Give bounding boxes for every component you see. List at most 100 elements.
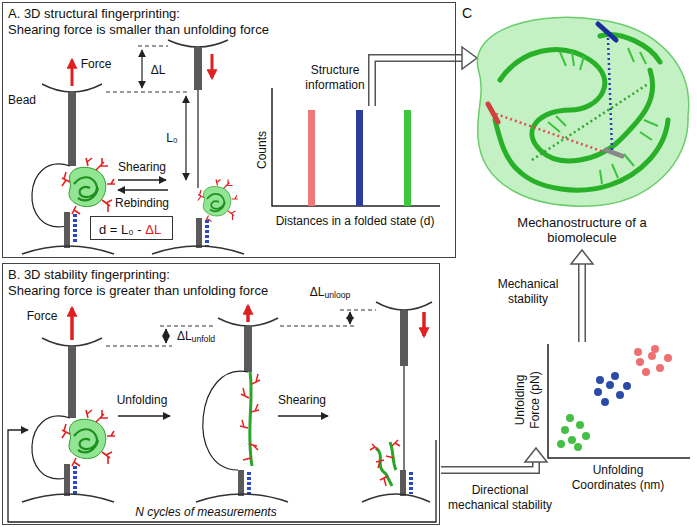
backbone-tube — [495, 120, 520, 172]
handle-rod — [64, 212, 70, 248]
data-point — [648, 352, 656, 360]
reference-line — [106, 46, 190, 92]
data-point — [606, 381, 614, 389]
panel-heading: B. 3D stability fingerprinting: — [8, 267, 434, 283]
hollow-arrowhead — [525, 448, 547, 462]
base-pair — [548, 48, 658, 184]
handle-rod — [68, 92, 76, 166]
axis-title: Unfolding Force (pN) — [513, 363, 543, 437]
data-point — [651, 345, 659, 353]
side-branches — [370, 440, 400, 486]
dimension-arrow — [141, 50, 142, 88]
hollow-arrow-fill — [580, 261, 585, 343]
distance-line — [496, 114, 604, 152]
formula-text: d = L₀ - ΔL — [99, 222, 161, 238]
handle-rod — [64, 464, 70, 496]
panel-subheading: Shearing force is smaller than unfolding… — [8, 22, 450, 38]
formula-box: d = L₀ - ΔL — [90, 216, 173, 240]
dimension-label: ΔLunfold — [177, 329, 215, 344]
force-arrow — [71, 60, 74, 86]
hollow-arrow — [578, 262, 586, 342]
data-point — [634, 348, 642, 356]
force-label: Force — [27, 309, 58, 324]
data-point — [642, 368, 650, 376]
data-point — [636, 358, 644, 366]
handle-rod — [244, 326, 252, 372]
panel-letter: C — [462, 6, 472, 21]
handle-rod — [238, 470, 244, 496]
distance-line — [532, 84, 648, 160]
force-arrow — [422, 312, 426, 336]
molecular-surface — [477, 17, 688, 206]
data-point — [582, 432, 590, 440]
data-point — [601, 398, 609, 406]
arrow-label: Structure information — [299, 63, 371, 93]
data-point — [576, 421, 584, 429]
protein — [198, 180, 238, 222]
subscript: unloop — [324, 290, 350, 300]
surface — [22, 494, 114, 502]
process-label: Shearing — [278, 393, 326, 408]
histogram-bar — [356, 110, 363, 206]
unfolded-chain — [250, 372, 252, 466]
formula-part: ΔL — [145, 222, 161, 237]
scatter-group — [594, 372, 631, 406]
axis-title: Counts — [255, 131, 270, 169]
histogram-bar — [404, 110, 411, 206]
handle-rod — [194, 47, 202, 90]
hollow-arrow — [441, 460, 536, 470]
highlight-segment — [606, 150, 622, 156]
process-label: Unfolding — [117, 393, 168, 408]
process-arrow — [278, 415, 328, 416]
surface — [22, 246, 114, 254]
dimension-label: ΔLunloop — [310, 285, 351, 300]
dimension-arrow — [165, 329, 166, 343]
surface — [362, 494, 430, 502]
highlight-segment — [598, 24, 616, 40]
symbol: ΔL — [310, 285, 325, 299]
data-point — [574, 443, 582, 451]
process-label: Rebinding — [115, 196, 169, 211]
data-point — [616, 391, 624, 399]
cycle-arrow — [8, 430, 436, 522]
process-label: Shearing — [118, 160, 166, 175]
hollow-arrowhead — [571, 250, 593, 264]
formula-part: d = L₀ - — [99, 222, 145, 237]
data-point — [656, 364, 664, 372]
force-arrow — [70, 308, 74, 340]
data-point — [594, 388, 602, 396]
reference-line — [106, 326, 216, 346]
dimension-arrow — [185, 96, 186, 180]
dimension-arrow — [349, 312, 350, 324]
bead — [376, 302, 432, 310]
data-point — [664, 354, 672, 362]
panel-box: B. 3D stability fingerprinting:Shearing … — [2, 263, 440, 525]
hollow-arrow-fill — [372, 58, 465, 107]
hollow-arrow-fill — [440, 459, 536, 470]
hollow-arrowhead — [462, 47, 477, 69]
dimension-label: L₀ — [166, 131, 178, 146]
side-branches — [240, 374, 260, 460]
process-arrow — [118, 179, 166, 180]
handle-rod — [400, 310, 408, 366]
chart-axes — [548, 344, 690, 458]
data-point — [557, 440, 565, 448]
scatter-group — [634, 345, 672, 376]
protein — [62, 158, 115, 214]
bead — [168, 40, 228, 47]
tether-loop — [203, 371, 248, 470]
stretched-tether — [197, 90, 198, 188]
dna-zipper — [73, 214, 77, 244]
histogram-bar — [308, 110, 315, 206]
part-label: Bead — [8, 93, 36, 108]
arrow-label: Directional mechanical stability — [440, 483, 560, 513]
protein — [62, 410, 115, 466]
handle-rod — [68, 346, 76, 418]
backbone-tube — [520, 120, 668, 190]
hollow-arrow — [372, 58, 464, 106]
stretched-tether — [403, 366, 404, 470]
dimension-label: ΔL — [151, 63, 166, 78]
dna-zipper — [247, 472, 251, 494]
data-point — [596, 376, 604, 384]
subscript: unfold — [192, 334, 216, 344]
